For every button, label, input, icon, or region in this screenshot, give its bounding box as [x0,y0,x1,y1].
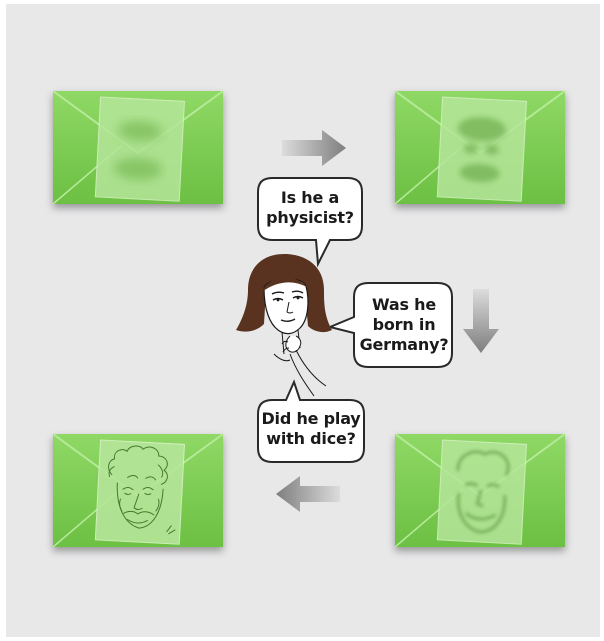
envelope-card-blurred-3 [395,434,565,547]
arrow-right-icon [282,128,348,168]
arrow-left-icon [274,474,340,514]
speech-bubble-germany: Was he born in Germany? [328,281,454,371]
bubble-text-germany: Was he born in Germany? [354,295,454,355]
bubble-text-physicist: Is he a physicist? [256,188,364,228]
arrow-down-icon [461,289,501,355]
thinking-woman-figure [234,250,334,400]
envelope-card-clear [53,434,223,547]
envelope-card-blurred-1 [53,91,223,204]
diagram-canvas: Is he a physicist? Was he born in German… [6,4,600,637]
bubble-text-dice: Did he play with dice? [256,409,366,449]
envelope-card-blurred-2 [395,91,565,204]
